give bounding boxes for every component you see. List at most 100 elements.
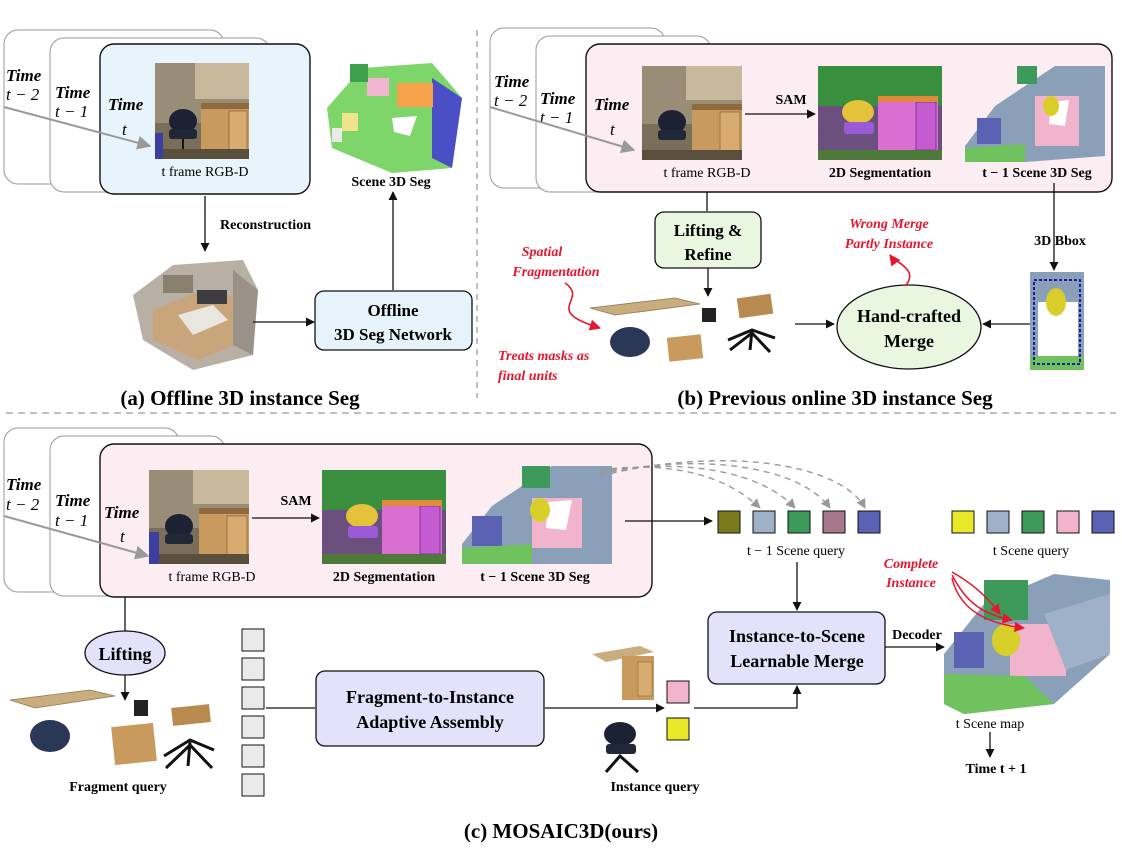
fragment-query-square-5 [241,744,265,768]
time-var-t1: t − 1 [55,102,88,121]
assembly-line1: Fragment-to-Instance [346,687,514,707]
wrong-merge-line1: Wrong Merge [849,217,928,232]
spatial-line2: Fragmentation [511,265,599,280]
time-var-t1-b: t − 1 [540,108,573,127]
time-label-t: Time [108,95,144,114]
time-var-t-c: t [120,527,126,546]
curr-query-square-5 [1091,510,1115,534]
offline-network-box [314,290,473,351]
learnable-merge-box [707,611,886,685]
prev-query-square-3 [787,510,811,534]
time-var-t1-c: t − 1 [55,511,88,530]
time-arrow-b [489,106,636,154]
scene-mesh [133,260,258,370]
spatial-annotation-arrow [564,282,602,331]
desk-photo [155,63,249,159]
scene-seg-label: Scene 3D Seg [351,175,430,190]
caption-a: (a) Offline 3D instance Seg [120,386,360,410]
prev-scene-query [717,510,881,534]
next-time-label: Time t + 1 [966,762,1027,777]
curr-query-square-2 [986,510,1010,534]
instance-query-square-2 [666,717,690,741]
prev-query-caption: t − 1 Scene query [747,544,845,559]
fragment-query-square-3 [241,686,265,710]
segmentation-2d-b [818,66,942,160]
panel-a: Time t − 2 Time t − 1 Time t t frame RGB… [3,29,473,410]
chair-arm-fragment-c [134,700,148,716]
treats-line1: Treats masks as [498,349,590,364]
sam-label-b: SAM [775,93,806,108]
drawer-fragment [666,334,704,362]
prev-query-square-1 [717,510,741,534]
fragment-query-caption: Fragment query [69,780,167,795]
scene-map [944,574,1110,714]
time-label-t1: Time [55,83,91,102]
lifting-line1-b: Lifting & [674,221,742,240]
prev-scene-caption-c: t − 1 Scene 3D Seg [480,570,589,585]
drawer-top-fragment [736,293,774,319]
time-arrow [3,106,152,150]
complete-arrow-2 [951,574,1014,624]
complete-arrow-1 [951,571,1001,615]
instance-query [666,680,690,741]
fragment-query-square-2 [241,657,265,681]
adaptive-assembly-box [315,670,545,747]
complete-line2: Instance [885,576,936,591]
frame-caption-b: t frame RGB-D [663,166,750,181]
chair-base-fragment [727,328,776,354]
chair-back-fragment-c [30,720,70,752]
prev-scene-caption-b: t − 1 Scene 3D Seg [982,166,1091,181]
network-line2: 3D Seg Network [334,325,453,344]
instance-chair [604,722,639,774]
panel-c: Time t − 2 Time t − 1 Time t t frame RGB… [3,427,1115,843]
time-arrow-c [3,515,150,560]
time-var-t: t [122,120,128,139]
prev-query-square-5 [857,510,881,534]
time-label-t1-b: Time [540,89,576,108]
spatial-line1: Spatial [522,245,563,260]
treats-line2: final units [498,369,558,384]
time-label-t2: Time [6,66,42,85]
drawer-fragment-c [111,722,157,766]
prev-query-square-4 [822,510,846,534]
curr-query-square-4 [1056,510,1080,534]
instance-query-square-1 [666,680,690,704]
fragments-b [589,293,776,362]
instance-query-caption: Instance query [610,780,699,795]
panel-b: Time t − 2 Time t − 1 Time t t frame RGB… [489,27,1113,410]
lifting-line2-b: Refine [684,245,732,264]
merge-line2-c: Learnable Merge [730,651,863,671]
curr-query-square-1 [951,510,975,534]
reconstruction-label: Reconstruction [220,218,311,233]
hand-crafted-merge-ellipse [836,284,982,370]
time-label-t2-c: Time [6,475,42,494]
dashed-curves [599,460,866,509]
merge-line1-c: Instance-to-Scene [729,626,865,646]
sam-label-c: SAM [280,494,311,509]
prev-query-square-2 [752,510,776,534]
scene-3d-c [462,466,612,564]
instance-desk [592,646,654,700]
bbox-label: 3D Bbox [1034,234,1086,249]
desk-photo-b [642,66,742,160]
fragments-c [9,689,215,770]
decoder-label: Decoder [892,628,942,643]
segmentation-2d-c [322,470,446,564]
time-label-t1-c: Time [55,491,91,510]
seg2d-caption-b: 2D Segmentation [829,166,931,181]
time-var-t2-b: t − 2 [494,91,528,110]
seg2d-caption-c: 2D Segmentation [333,570,435,585]
fragment-query-square-6 [241,773,265,797]
time-label-t2-b: Time [494,72,530,91]
bbox-crop [1030,272,1084,370]
table-fragment-c [9,689,116,709]
wrong-merge-arrow [889,254,911,287]
fragment-query-square-1 [241,628,265,652]
merge-line1-b: Hand-crafted [857,306,961,326]
drawer-top-fragment-c [171,704,211,726]
scene-map-caption: t Scene map [956,717,1024,732]
time-var-t2: t − 2 [6,85,40,104]
fragment-query-stack [241,628,265,797]
network-line1: Offline [368,301,419,320]
complete-line1: Complete [884,557,938,572]
